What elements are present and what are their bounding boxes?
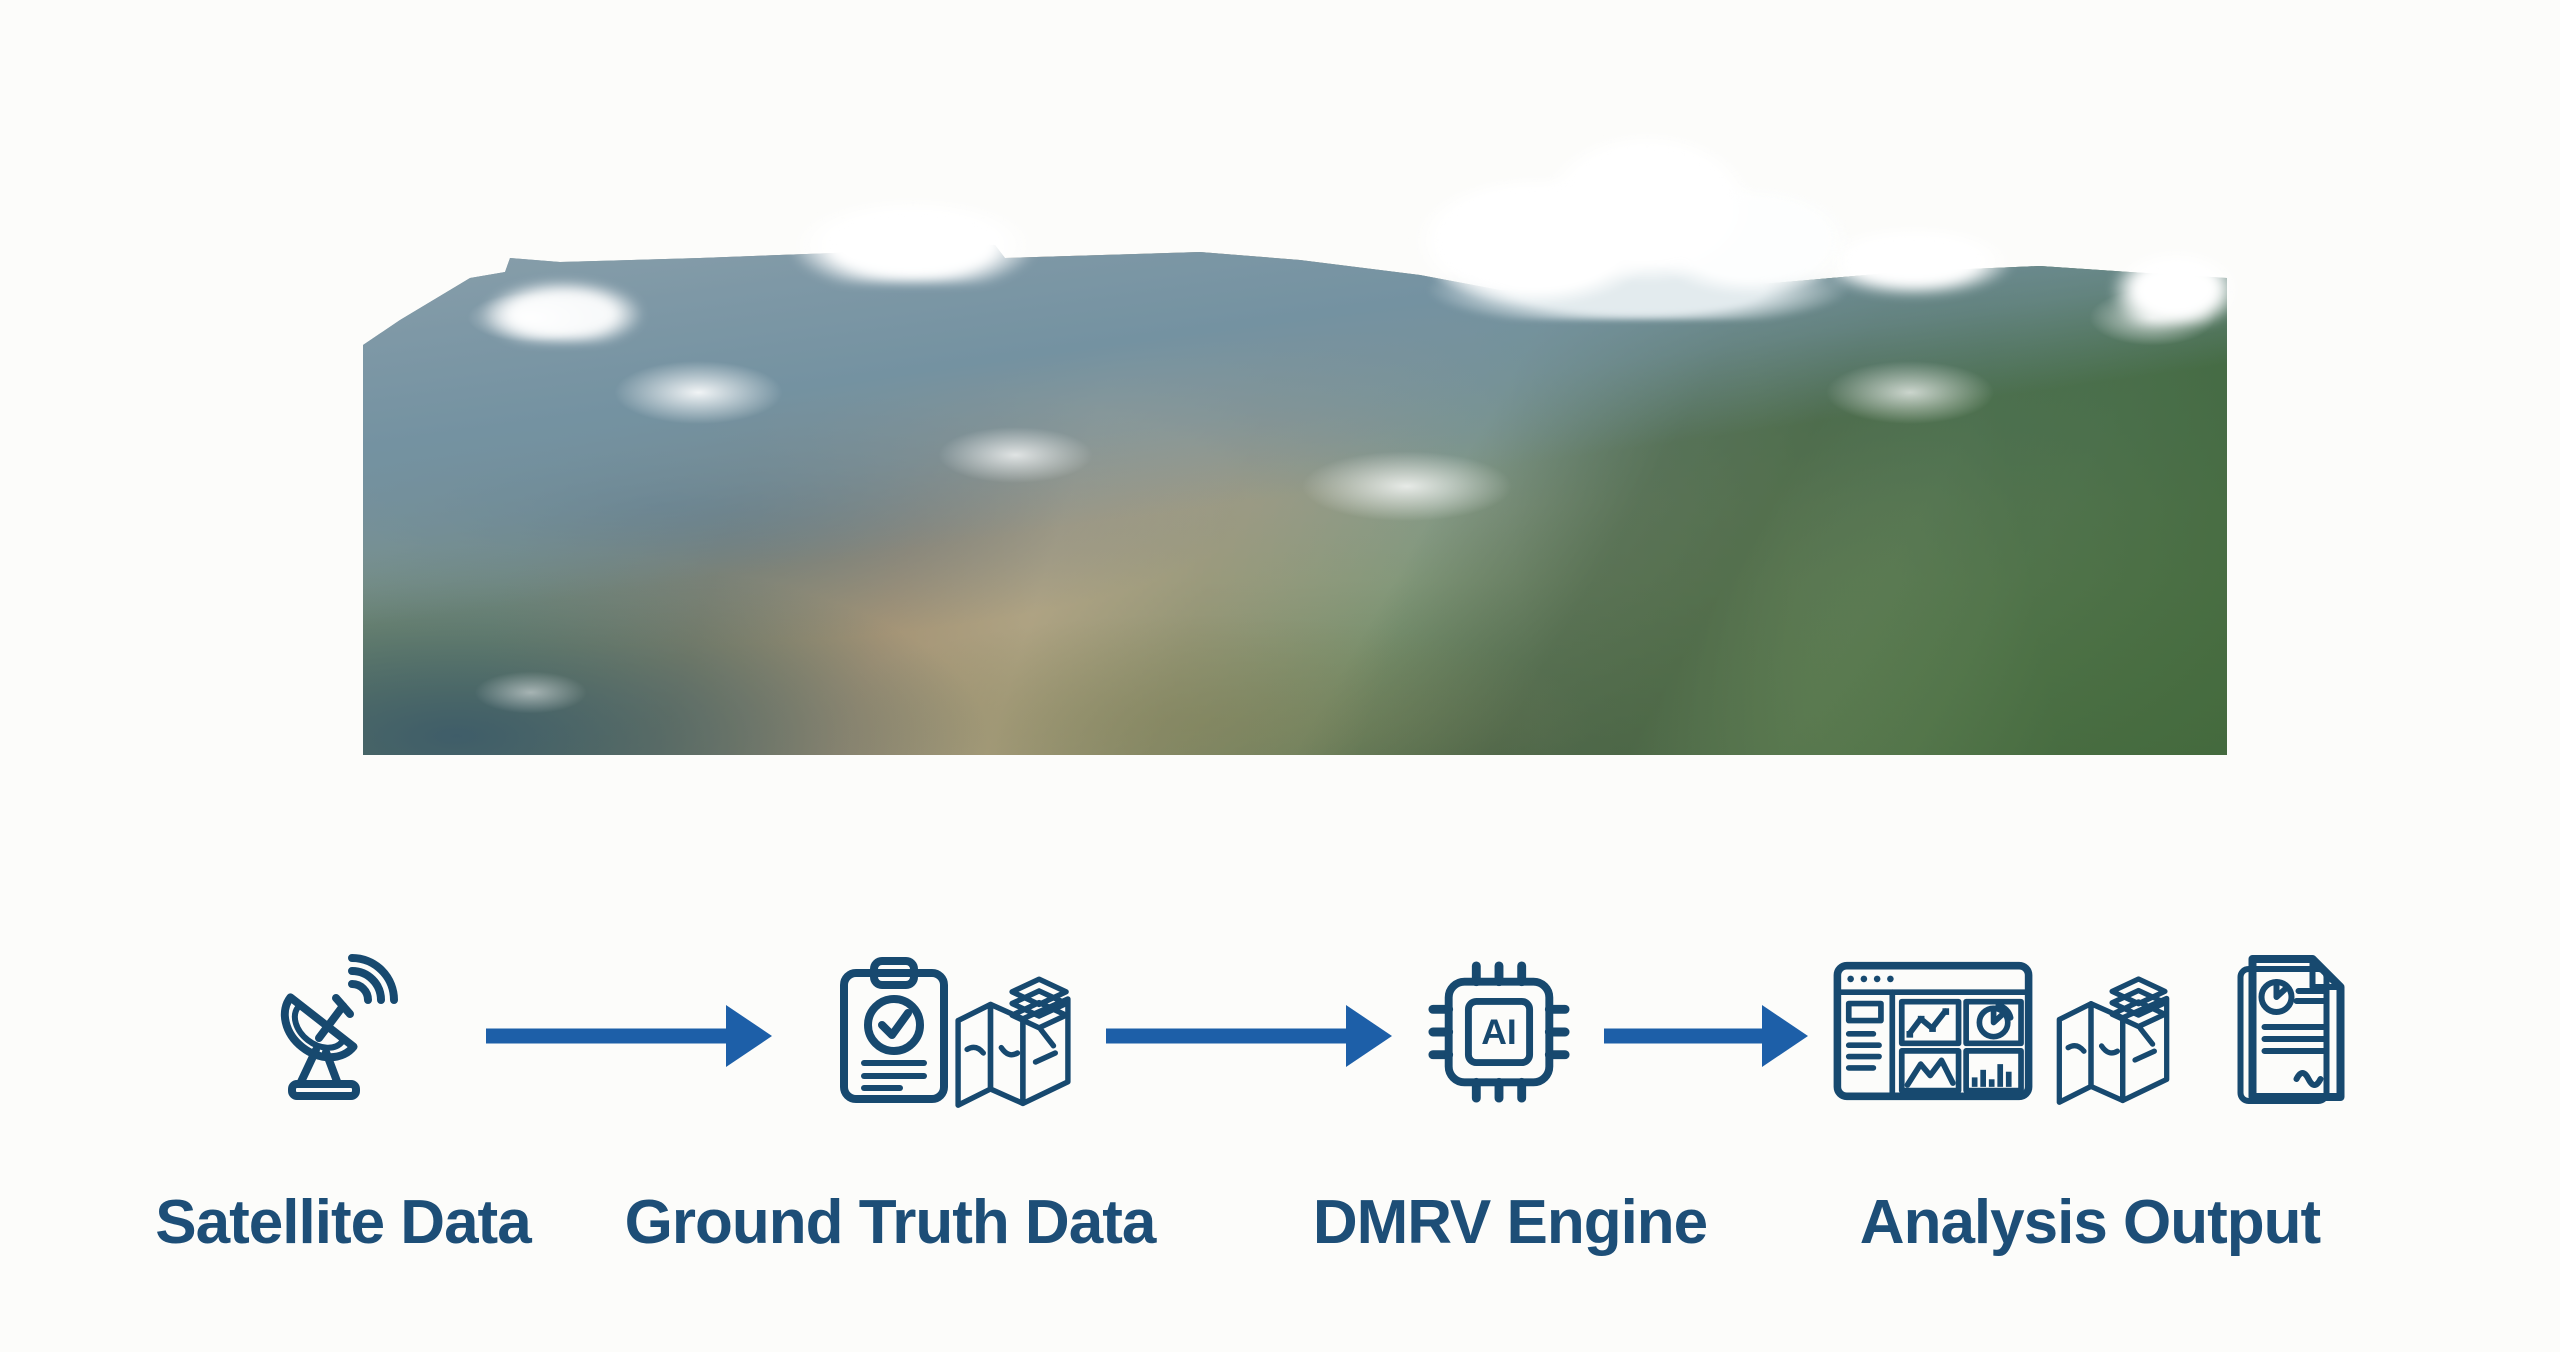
step-label-analysis-output: Analysis Output (1859, 1188, 2321, 1257)
step-label-ground-truth-data: Ground Truth Data (624, 1188, 1157, 1257)
flow-arrow-icon (1604, 1004, 1808, 1068)
cumulus-cloud (1403, 130, 1873, 320)
flow-arrow-icon (1106, 1004, 1392, 1068)
satellite-dish-icon (270, 948, 405, 1113)
clipboard-check-icon (838, 955, 950, 1105)
arrow-shaft (1106, 1028, 1354, 1044)
ai-chip-icon: AI (1425, 958, 1573, 1106)
step-label-dmrv-engine: DMRV Engine (1312, 1188, 1708, 1257)
flow-arrow-icon (486, 1004, 772, 1068)
analytics-dashboard-icon (1833, 960, 2033, 1102)
landscape-terrain (363, 245, 2227, 755)
arrow-head (1346, 1005, 1392, 1067)
cloud-puff (483, 280, 643, 342)
arrow-head (726, 1005, 772, 1067)
report-document-icon (2230, 955, 2355, 1107)
folded-map-layers-icon (2048, 972, 2178, 1105)
step-label-satellite-data: Satellite Data (155, 1188, 531, 1257)
arrow-shaft (486, 1028, 734, 1044)
arrow-shaft (1604, 1028, 1770, 1044)
arrow-head (1762, 1005, 1808, 1067)
ai-chip-label: AI (1481, 1012, 1517, 1052)
folded-map-layers-icon (948, 972, 1078, 1108)
satellite-landscape-image (363, 130, 2241, 755)
cloud-puff (2111, 248, 2241, 324)
cloud-puff (793, 198, 1033, 283)
